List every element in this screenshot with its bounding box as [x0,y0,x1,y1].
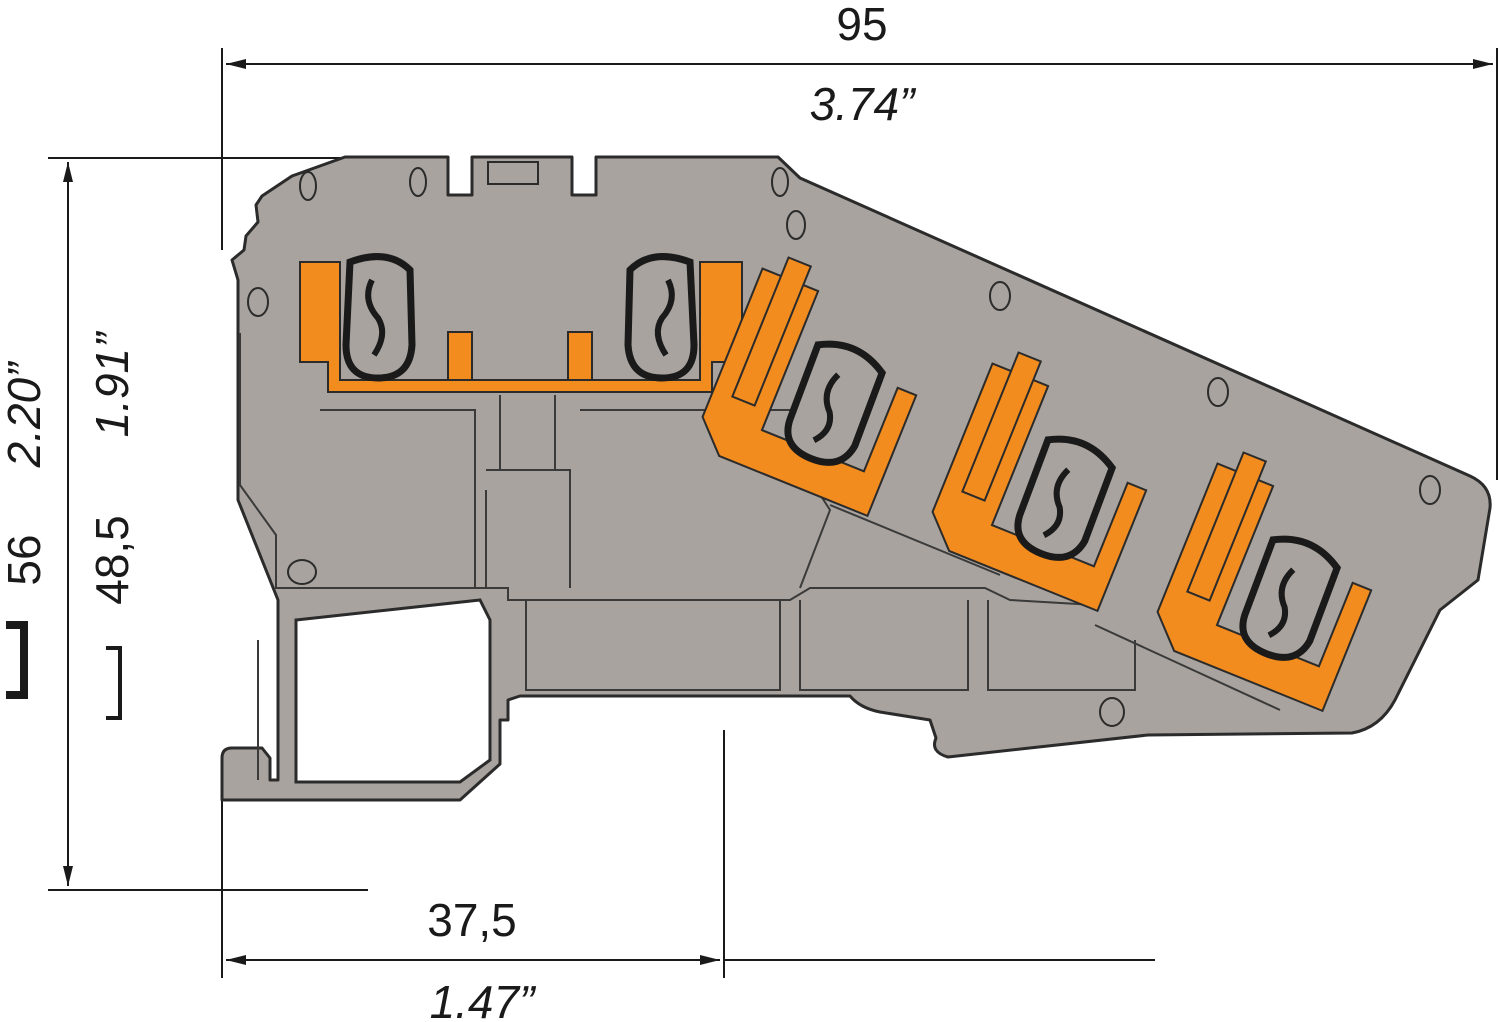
top-clamp-left [342,253,416,382]
height2-mm-label: 48,5 [86,515,138,605]
din-rail-icon [6,621,28,699]
height-dimension: 56 2.20” 48,5 1.91” [0,157,368,891]
top-clamp-right [624,253,698,382]
width-dimension: 95 3.74” [221,0,1498,480]
housing-holes [247,161,1441,727]
height2-in-label: 1.91” [86,330,138,438]
offset-in-label: 1.47” [430,976,538,1022]
height-in-label: 2.20” [0,360,50,469]
din-rail-small-icon [106,646,122,720]
offset-mm-label: 37,5 [427,894,517,946]
terminal-3 [1156,451,1373,713]
offset-dimension: 37,5 1.47” [221,730,1155,1022]
width-in-label: 3.74” [810,78,918,130]
width-mm-label: 95 [836,0,887,50]
rail-window [294,598,492,784]
terminal-2 [931,351,1148,613]
terminal-1 [701,256,918,518]
height-mm-label: 56 [0,534,50,585]
